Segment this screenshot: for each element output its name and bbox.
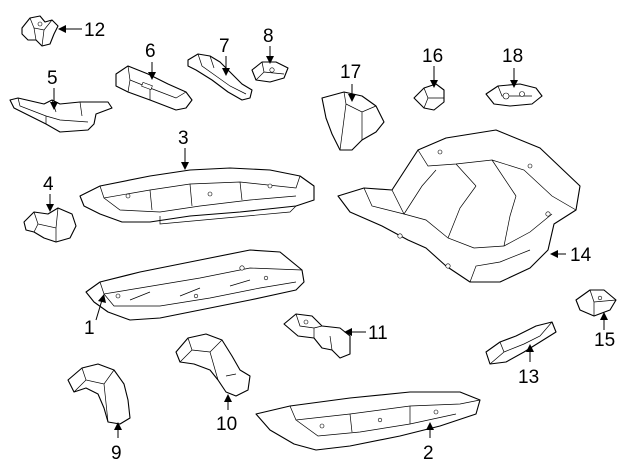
callout-label-2: 2	[423, 443, 434, 464]
callout-10: 10	[216, 394, 237, 435]
callout-label-3: 3	[178, 128, 189, 149]
part-10-bracket	[175, 333, 251, 397]
callout-label-14: 14	[570, 245, 592, 266]
callout-17: 17	[340, 62, 361, 102]
callout-13: 13	[518, 344, 539, 388]
callout-label-18: 18	[502, 46, 523, 67]
callout-1: 1	[84, 294, 106, 339]
part-4-bracket	[23, 207, 77, 243]
part-17-side-panel	[321, 91, 385, 151]
part-18-plate	[485, 83, 543, 107]
callout-label-9: 9	[111, 443, 122, 464]
part-13-cross-member	[485, 321, 557, 365]
callout-label-7: 7	[219, 36, 230, 57]
callout-15: 15	[594, 312, 615, 351]
callout-label-6: 6	[145, 41, 156, 62]
part-15-plate	[575, 289, 617, 317]
part-9-bracket	[67, 363, 131, 425]
callout-label-11: 11	[368, 323, 388, 344]
callout-label-17: 17	[340, 62, 361, 83]
callout-8: 8	[263, 26, 274, 64]
part-1-floor-pan	[85, 249, 305, 321]
callout-label-10: 10	[216, 414, 237, 435]
callout-7: 7	[219, 36, 230, 76]
callout-label-1: 1	[84, 318, 95, 339]
part-16-bracket	[413, 83, 445, 111]
callout-16: 16	[422, 46, 443, 88]
part-6-reinforcement	[115, 65, 193, 111]
part-3-front-floor-pan	[79, 167, 315, 225]
callout-14: 14	[550, 245, 592, 266]
part-8-plate	[251, 61, 289, 83]
part-14-rear-floor-pan	[337, 129, 581, 283]
callout-label-13: 13	[518, 367, 539, 388]
callout-5: 5	[47, 68, 58, 110]
part-5-sill-piece	[9, 97, 113, 133]
part-12-bracket	[21, 15, 59, 47]
callout-label-4: 4	[43, 174, 54, 195]
callout-9: 9	[111, 422, 122, 464]
callout-2: 2	[423, 422, 434, 464]
callout-11: 11	[344, 323, 388, 344]
part-7-reinforcement	[187, 53, 253, 101]
part-2-floor-panel	[255, 391, 481, 451]
callout-18: 18	[502, 46, 523, 88]
callout-4: 4	[43, 174, 54, 212]
part-11-bracket	[283, 313, 351, 359]
callout-label-8: 8	[263, 26, 274, 47]
callout-12: 12	[58, 20, 105, 41]
callout-label-16: 16	[422, 46, 443, 67]
callout-6: 6	[145, 41, 156, 80]
callout-label-5: 5	[47, 68, 58, 89]
callout-3: 3	[178, 128, 189, 170]
callout-label-12: 12	[84, 20, 105, 41]
callout-label-15: 15	[594, 330, 615, 351]
